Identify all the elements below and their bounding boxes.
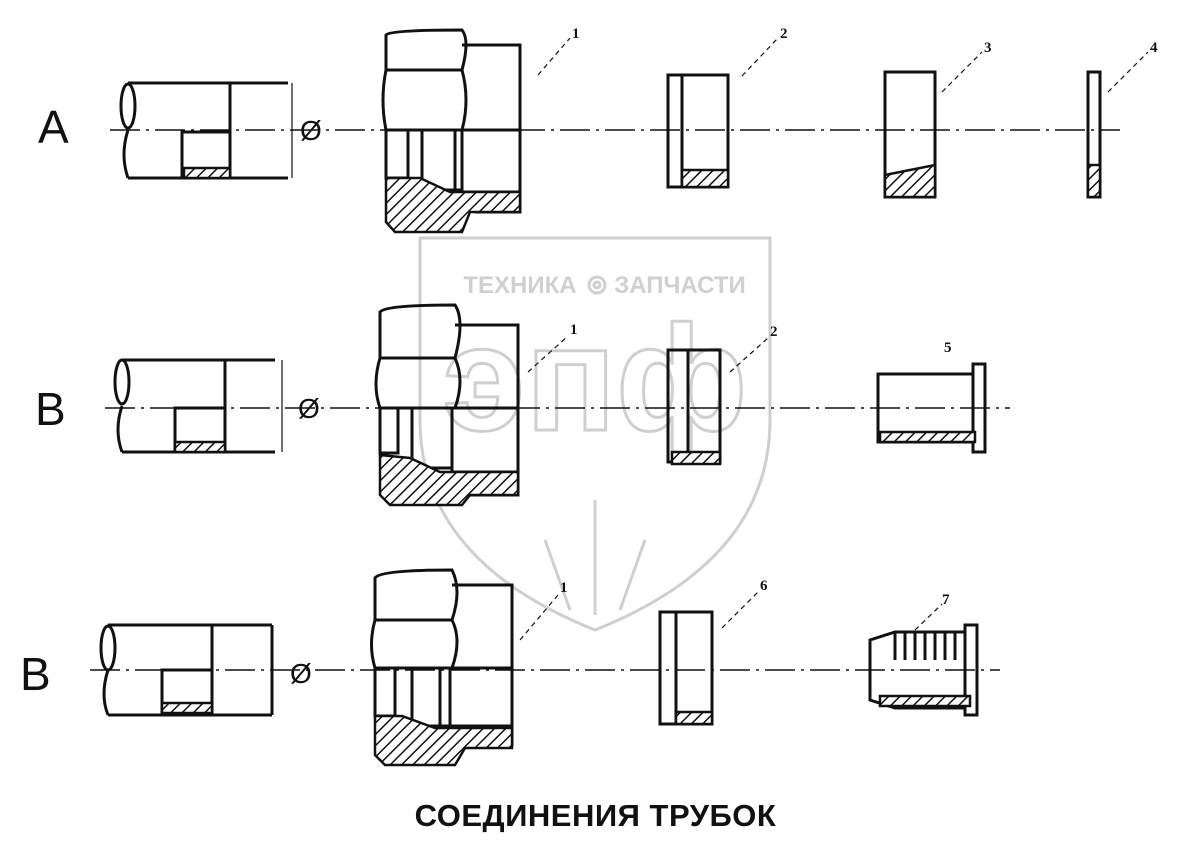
callout-label: 5 <box>944 340 952 356</box>
callout-label: 7 <box>942 592 950 608</box>
ring-part-6 <box>658 610 714 726</box>
watermark-left-text: ТЕХНИКА <box>463 272 576 299</box>
tube-part <box>99 623 274 717</box>
tube-part <box>119 81 293 180</box>
callout-label: 4 <box>1150 40 1158 56</box>
row-b: В Ø <box>35 303 1010 507</box>
diagram-caption: СОЕДИНЕНИЯ ТРУБОК <box>414 798 777 833</box>
threaded-nipple-part-7 <box>868 623 979 717</box>
nut-part <box>381 28 522 234</box>
ring-part-2 <box>666 73 730 189</box>
watermark: ТЕХНИКА ЗАПЧАСТИ эпф <box>418 236 772 632</box>
nut-part <box>374 303 520 507</box>
callouts: 1 2 5 <box>527 322 952 373</box>
nipple-part-5 <box>876 362 987 454</box>
nut-part <box>370 568 514 767</box>
row-a: А Ø <box>38 26 1158 234</box>
washer-part-4 <box>1086 70 1102 199</box>
callout-label: 1 <box>570 322 578 338</box>
callout-label: 2 <box>780 26 788 42</box>
callouts: 1 2 3 4 <box>537 26 1158 93</box>
ring-part-2 <box>666 348 722 466</box>
wheat-icon <box>543 500 647 615</box>
watermark-logo-letters: эпф <box>443 294 748 462</box>
tube-part <box>113 358 283 454</box>
callout-label: 1 <box>572 26 580 42</box>
diameter-symbol: Ø <box>290 658 312 689</box>
callouts: 1 6 7 <box>519 578 950 641</box>
watermark-right-text: ЗАПЧАСТИ <box>614 272 746 299</box>
callout-label: 2 <box>770 324 778 340</box>
ring-part-3 <box>883 70 937 199</box>
callout-label: 1 <box>560 580 568 596</box>
callout-label: 3 <box>984 40 992 56</box>
row-letter: А <box>38 101 69 153</box>
callout-label: 6 <box>760 578 768 594</box>
row-b-second: В Ø <box>20 568 1000 767</box>
gear-icon <box>587 275 607 295</box>
row-letter: В <box>20 648 51 700</box>
row-letter: В <box>35 383 66 435</box>
